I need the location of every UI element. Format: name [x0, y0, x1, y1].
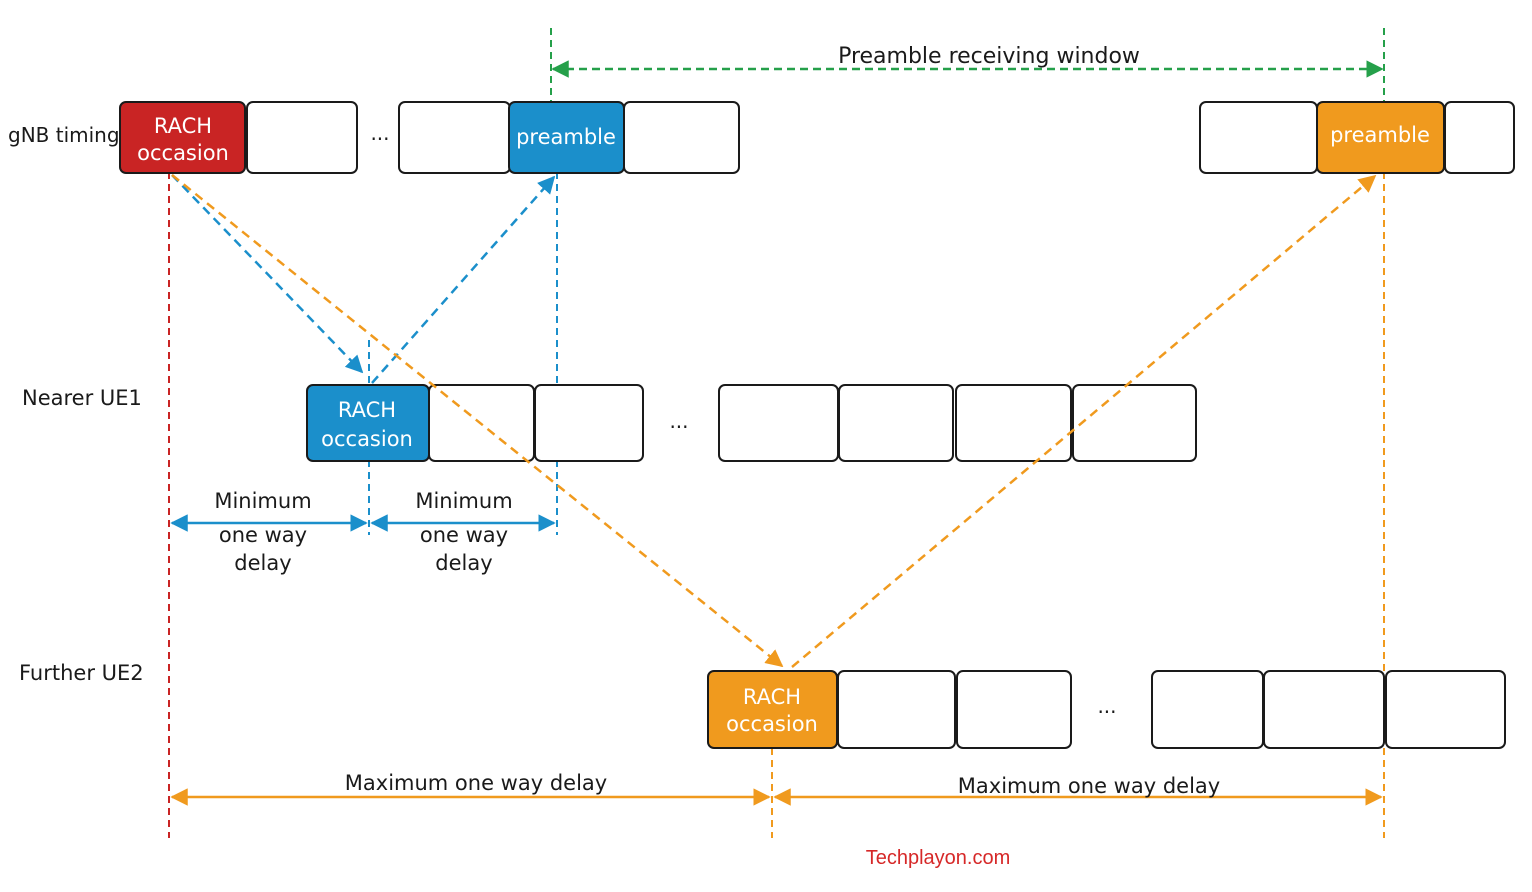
ue1-uplink-arrow — [371, 175, 556, 384]
ue1-slot — [534, 384, 644, 462]
min-delay-1-line1: Minimum — [214, 489, 311, 513]
ue1-rach-line2: occasion — [321, 427, 413, 451]
ue2-rach-line1: RACH — [743, 685, 801, 709]
max-delay-1-label: Maximum one way delay — [345, 771, 607, 795]
gnb-slot — [1444, 101, 1515, 174]
ue2-slot — [1263, 670, 1385, 749]
gnb-rach-line2: occasion — [137, 141, 229, 165]
min-delay-2-line2: one way — [420, 523, 508, 547]
watermark-text: Techplayon.com — [866, 847, 1011, 869]
row-label-gnb: gNB timing — [8, 123, 120, 147]
gnb-rach-occasion-block: RACH occasion — [119, 101, 246, 174]
ue2-slot — [1151, 670, 1264, 749]
gnb-slot — [398, 101, 511, 174]
ue1-slot — [838, 384, 954, 462]
min-delay-2-line3: delay — [435, 551, 492, 575]
min-delay-2-line1: Minimum — [415, 489, 512, 513]
ue2-rach-line2: occasion — [726, 712, 818, 736]
min-delay-1-line2: one way — [219, 523, 307, 547]
max-delay-2-label: Maximum one way delay — [958, 774, 1220, 798]
ue1-slot — [955, 384, 1072, 462]
ue1-rach-line1: RACH — [338, 398, 396, 422]
gnb-preamble-1-label: preamble — [516, 125, 616, 149]
ue2-uplink-arrow — [791, 174, 1377, 668]
gnb-slot — [623, 101, 740, 174]
ue2-slot — [1385, 670, 1506, 749]
gnb-rach-line1: RACH — [154, 114, 212, 138]
ue1-slot — [718, 384, 839, 462]
ue1-ellipsis: ... — [669, 409, 688, 433]
ue2-downlink-arrow — [171, 174, 784, 668]
preamble-window-label: Preamble receiving window — [838, 44, 1140, 69]
ue2-slot — [837, 670, 956, 749]
gnb-ellipsis: ... — [370, 121, 389, 145]
gnb-preamble-block-1: preamble — [508, 101, 625, 174]
gnb-preamble-block-2: preamble — [1316, 101, 1445, 174]
ue2-ellipsis: ... — [1097, 694, 1116, 718]
gnb-preamble-2-label: preamble — [1330, 123, 1430, 147]
ue1-slot — [1072, 384, 1197, 462]
min-delay-1-line3: delay — [234, 551, 291, 575]
ue2-rach-occasion-block: RACH occasion — [707, 670, 838, 749]
ue2-slot — [956, 670, 1072, 749]
row-label-ue2: Further UE2 — [19, 661, 144, 685]
ue1-downlink-arrow — [171, 174, 364, 374]
row-label-ue1: Nearer UE1 — [22, 386, 142, 410]
gnb-slot — [1199, 101, 1318, 174]
gnb-slot — [246, 101, 358, 174]
ue1-rach-occasion-block: RACH occasion — [306, 384, 430, 462]
